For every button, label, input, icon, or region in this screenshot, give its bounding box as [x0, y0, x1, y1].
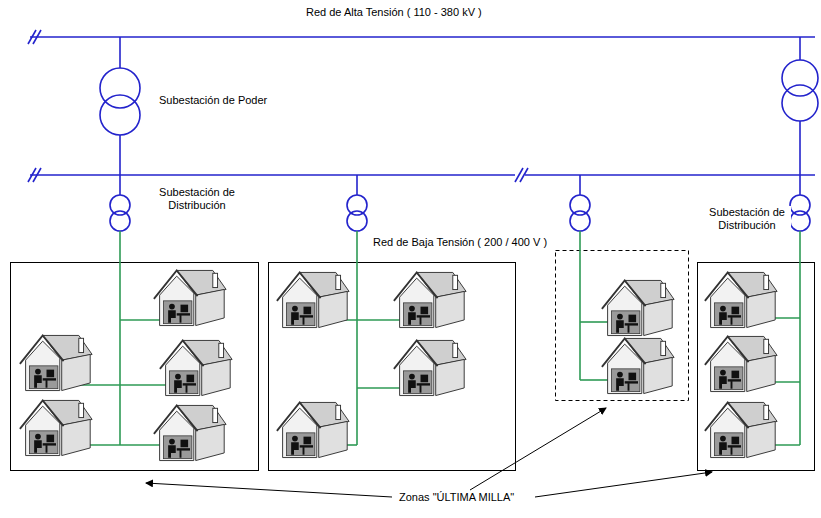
zone-label: Zonas "ÚLTIMA MILLA"	[398, 491, 515, 504]
line-label: Red de Alta Tensión ( 110 - 380 kV )	[305, 6, 483, 19]
houses	[20, 270, 777, 460]
substation-label: Subestación de Distribución	[150, 186, 244, 212]
substation-label: Subestación de Poder	[158, 94, 268, 107]
leader-arrows	[146, 408, 712, 497]
bus-lines	[28, 30, 818, 231]
line-label: Red de Baja Tensión ( 200 / 400 V )	[372, 236, 548, 249]
substation-label: Subestación de Distribución	[703, 206, 791, 232]
zone-boxes	[11, 251, 815, 471]
